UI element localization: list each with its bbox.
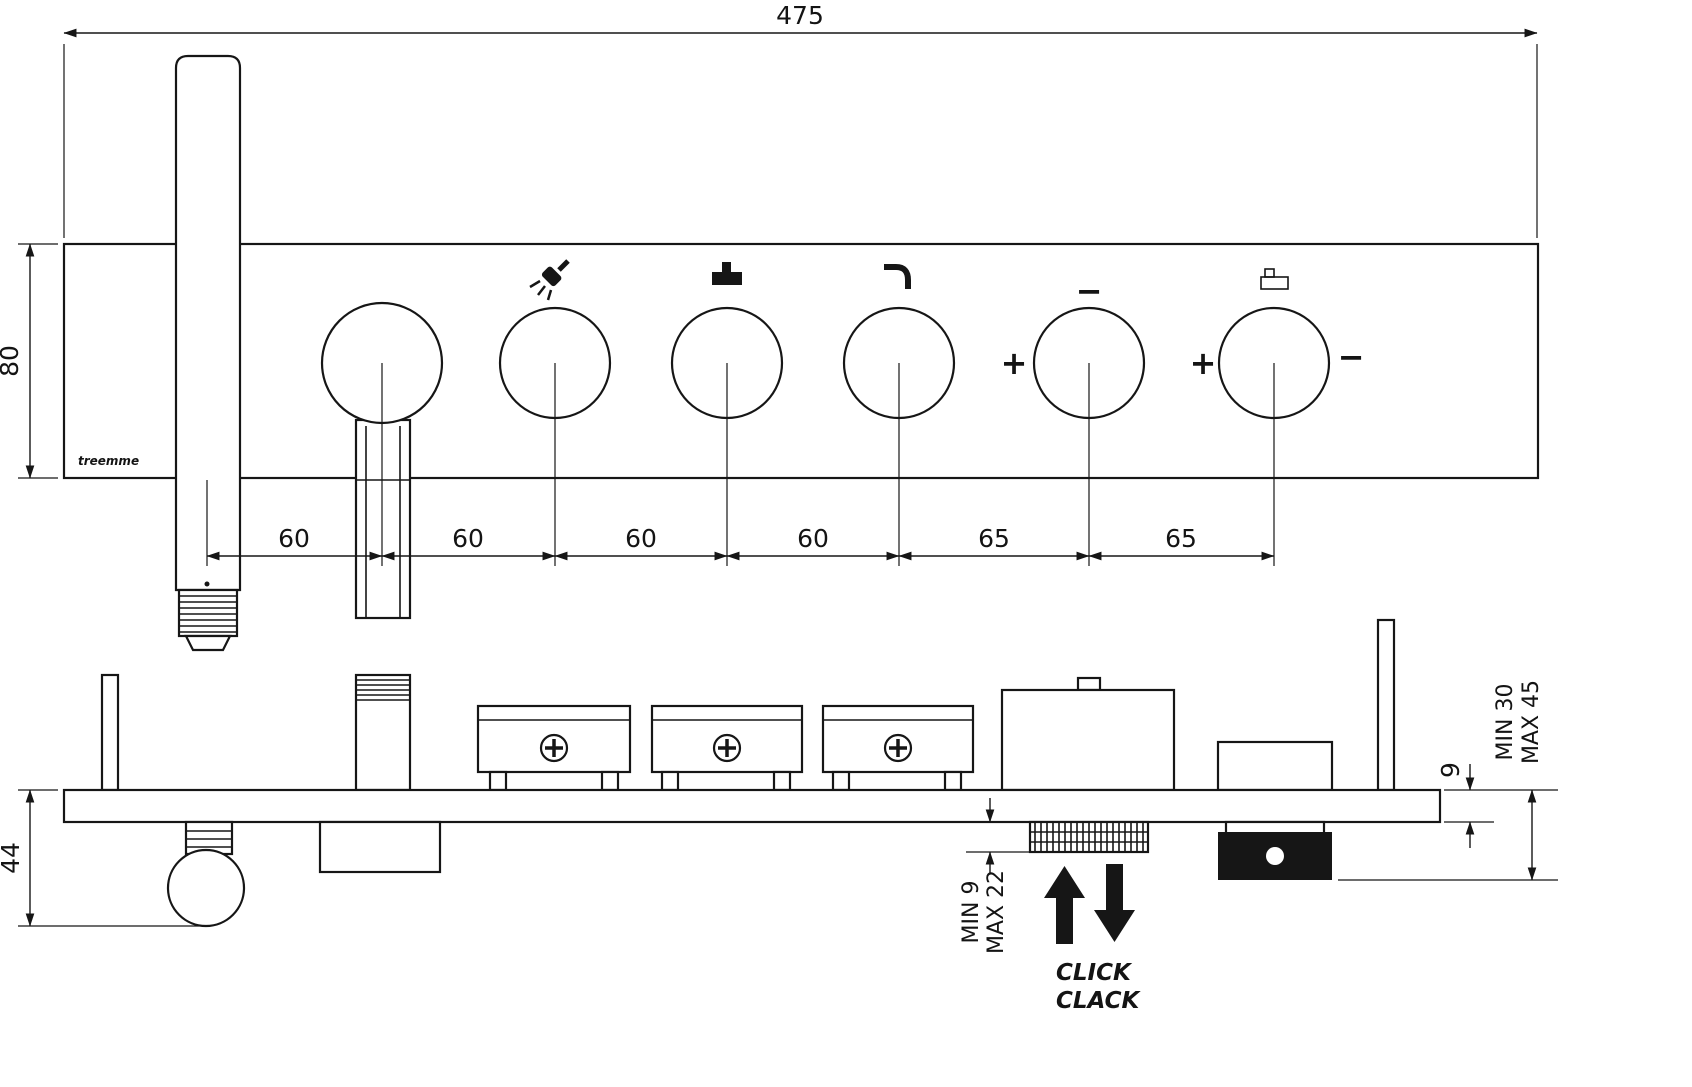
cartridge-3 xyxy=(821,704,975,792)
screw-icon xyxy=(712,733,742,763)
connector-box xyxy=(318,820,442,874)
wand-holder xyxy=(166,820,246,928)
knurled-adjuster xyxy=(1028,820,1150,854)
dim-overall-width: 475 xyxy=(63,1,1538,238)
thermostat-tab xyxy=(1076,676,1102,692)
spacing-label-2: 60 xyxy=(452,524,484,553)
headshower-icon xyxy=(712,262,742,285)
side-view: 44 9 MIN 30 MAX 45 MIN 9 MAX 22 xyxy=(0,618,1558,1014)
drain-hole xyxy=(1266,847,1284,865)
cartridge-1 xyxy=(476,704,632,792)
dim-plate-thickness-label: 9 xyxy=(1436,762,1465,778)
wand-body xyxy=(174,54,242,592)
wand-thread-lines xyxy=(180,595,236,633)
dim-overall-width-label: 475 xyxy=(776,1,824,30)
cartridge-2 xyxy=(650,704,804,792)
lever-handle xyxy=(354,418,412,620)
spacing-label-3: 60 xyxy=(625,524,657,553)
dim-panel-height: 80 xyxy=(0,243,58,479)
dim-depth-max-label: MAX 45 xyxy=(1519,680,1544,764)
wand-thread xyxy=(177,588,239,638)
plus-sign-thermo1: + xyxy=(1001,344,1028,382)
wand-connector-stub xyxy=(354,673,412,792)
screw-icon xyxy=(883,733,913,763)
dim-plate-thickness: 9 xyxy=(1436,762,1558,848)
diverter-body xyxy=(1216,740,1334,792)
spacing-label-1: 60 xyxy=(278,524,310,553)
arrow-up-icon xyxy=(1044,866,1085,944)
dim-protrusion-min-label: MIN 9 xyxy=(959,881,984,944)
wand-outlet-dot xyxy=(204,581,210,587)
drain-control xyxy=(1218,820,1332,880)
cartridge-foot xyxy=(831,770,851,792)
spacing-label-6: 65 xyxy=(1165,524,1197,553)
holder-ball xyxy=(166,848,246,928)
spout-icon xyxy=(884,264,911,289)
dim-protrusion-range: MIN 9 MAX 22 xyxy=(959,798,1030,954)
thermostat-body xyxy=(1000,676,1176,792)
mounting-plate xyxy=(62,788,1442,824)
dim-total-height: 44 xyxy=(0,789,204,927)
fixing-pin-left xyxy=(100,673,120,792)
spacing-label-4: 60 xyxy=(797,524,829,553)
spacing-label-5: 65 xyxy=(978,524,1010,553)
dim-panel-height-label: 80 xyxy=(0,345,24,377)
minus-sign-thermo2: − xyxy=(1338,338,1365,376)
cartridge-foot xyxy=(488,770,508,792)
brand-logo: treemme xyxy=(78,454,139,468)
cartridge-foot xyxy=(600,770,620,792)
click-label: CLICK xyxy=(1056,960,1133,986)
minus-sign-thermo1: − xyxy=(1076,272,1103,310)
cartridge-foot xyxy=(943,770,963,792)
cartridge-foot xyxy=(772,770,792,792)
dim-total-height-label: 44 xyxy=(0,842,25,874)
dim-depth-range: MIN 30 MAX 45 xyxy=(1338,680,1558,881)
dim-depth-min-label: MIN 30 xyxy=(1493,684,1518,761)
plus-sign-thermo2: + xyxy=(1190,344,1217,382)
knob-lever xyxy=(320,301,444,620)
fixing-pin-right xyxy=(1376,618,1396,792)
holder-lines xyxy=(187,830,231,848)
wand-tip xyxy=(184,634,232,652)
cartridge-foot xyxy=(660,770,680,792)
knurl-lines xyxy=(1030,823,1148,851)
clack-label: CLACK xyxy=(1056,988,1142,1014)
front-view: 475 80 treemme xyxy=(0,1,1540,652)
arrow-down-icon xyxy=(1094,864,1135,942)
dim-knob-spacings: 60 60 60 60 65 65 xyxy=(206,363,1275,566)
screw-icon xyxy=(539,733,569,763)
stub-thread-lines xyxy=(357,679,409,701)
handshower-icon xyxy=(529,259,570,301)
tub-spout-icon xyxy=(1260,268,1289,290)
handshower-wand xyxy=(174,54,242,652)
click-clack-arrows xyxy=(1044,864,1135,944)
dim-protrusion-max-label: MAX 22 xyxy=(984,870,1009,954)
